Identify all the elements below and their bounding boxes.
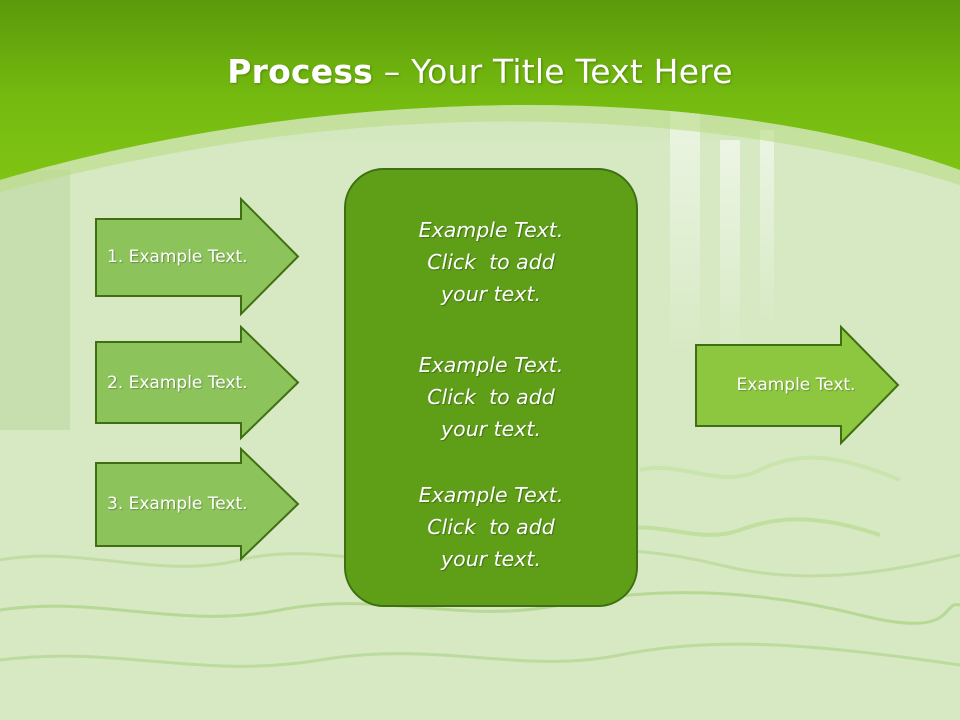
center-text-box[interactable]: Example Text. Click to add your text. Ex…	[344, 168, 638, 607]
text-line: your text.	[441, 282, 541, 306]
input-arrow-label: 1. Example Text.	[107, 246, 248, 267]
center-paragraph-3: Example Text. Click to add your text.	[346, 479, 636, 575]
text-line: Click to add	[427, 515, 555, 539]
text-line: Click to add	[427, 385, 555, 409]
text-line: Click to add	[427, 250, 555, 274]
text-line: your text.	[441, 417, 541, 441]
center-paragraph-2: Example Text. Click to add your text.	[346, 349, 636, 445]
arrow-shape	[95, 196, 300, 317]
input-arrow-3: 3. Example Text.	[95, 446, 300, 562]
output-arrow-label: Example Text.	[736, 375, 856, 395]
input-arrow-1: 1. Example Text.	[95, 196, 300, 317]
arrow-shape	[695, 324, 900, 446]
text-line: Example Text.	[418, 218, 564, 242]
center-paragraph-1: Example Text. Click to add your text.	[346, 214, 636, 310]
text-line: your text.	[441, 547, 541, 571]
header-band	[0, 0, 960, 192]
input-arrow-2: 2. Example Text.	[95, 324, 300, 441]
text-line: Example Text.	[418, 483, 564, 507]
arrow-shape	[95, 446, 300, 562]
title-rest: – Your Title Text Here	[373, 52, 733, 91]
input-arrow-label: 2. Example Text.	[107, 372, 248, 393]
text-line: Example Text.	[418, 353, 564, 377]
title-bold: Process	[227, 52, 374, 91]
output-arrow: Example Text.	[695, 324, 900, 446]
arrow-shape	[95, 324, 300, 441]
slide-title: Process – Your Title Text Here	[0, 52, 960, 91]
input-arrow-label: 3. Example Text.	[107, 494, 248, 514]
